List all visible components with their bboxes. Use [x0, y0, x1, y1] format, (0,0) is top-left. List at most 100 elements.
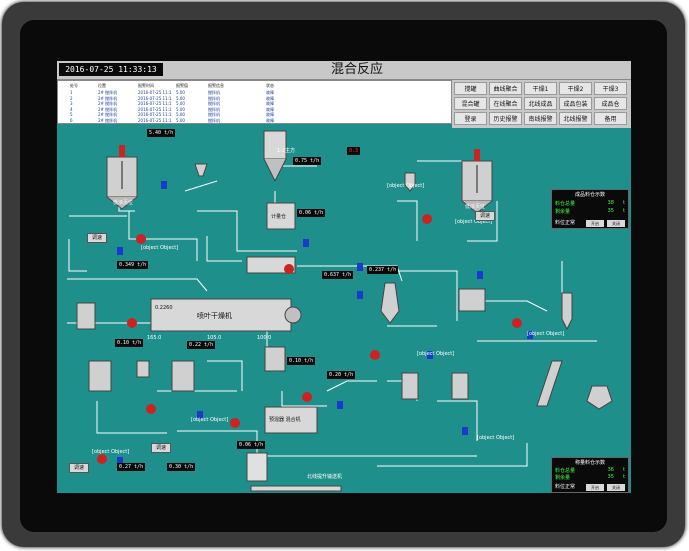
silo-cone — [263, 158, 287, 183]
small-tank-1 — [76, 302, 96, 330]
nav-button-14[interactable]: 备用 — [594, 112, 627, 125]
alarm-header: 处号 位置 报警时间 报警值 报警信息 状态 — [58, 82, 451, 89]
lower-reactor-2 — [171, 360, 195, 392]
top-bar: 2016-07-25 11:33:13 混合反应 — [57, 61, 631, 80]
product-bin-close-button[interactable]: 关闭 — [607, 220, 625, 227]
alarm-cell: 2016-07-25 11:1 — [138, 117, 172, 123]
nav-button-2[interactable]: 干燥1 — [524, 82, 557, 95]
dryer-end — [284, 306, 302, 324]
alarm-cell: 1 — [70, 90, 73, 95]
bottom-silo — [246, 452, 268, 482]
nav-button-11[interactable]: 历史报警 — [489, 112, 522, 125]
readout-12: 0.06 t/h — [237, 441, 266, 449]
weigh-bin-open-button[interactable]: 开启 — [586, 484, 604, 491]
valve-4 — [357, 291, 363, 299]
weigh-bin-line1: 料仓总量 — [555, 468, 576, 474]
tank-left-label: 低浓页位 — [113, 200, 134, 206]
pipe-23 — [326, 380, 377, 392]
speed-button-2[interactable]: 调速 — [475, 211, 495, 221]
weigh-bin-val2: 35 — [607, 474, 614, 480]
process-diagram — [67, 130, 613, 492]
nav-button-8[interactable]: 成品包装 — [559, 97, 592, 110]
valve-6 — [477, 271, 483, 279]
nav-button-3[interactable]: 干燥2 — [559, 82, 592, 95]
pipe-5 — [184, 180, 218, 192]
lower-silo-2 — [451, 372, 469, 400]
bottom-label: 北线提升输送机 — [307, 474, 343, 480]
alarm-cell: 2# 搅拌机 — [98, 106, 118, 112]
pump-5 — [146, 404, 156, 414]
readout-14: 0.27 t/h — [117, 463, 146, 471]
nav-button-6[interactable]: 在线聚合 — [489, 97, 522, 110]
alarm-list[interactable]: 处号 位置 报警时间 报警值 报警信息 状态 1 2# 搅拌机 2016-07-25… — [57, 80, 452, 124]
readout-13: 0.20 t/h — [327, 371, 356, 379]
nav-button-0[interactable]: 搅罐 — [454, 82, 487, 95]
product-bin-line2: 剩余量 — [555, 209, 571, 215]
nav-button-12[interactable]: 南线报警 — [524, 112, 557, 125]
pump-10 — [302, 392, 312, 402]
speed-button-1[interactable]: 调速 — [87, 233, 107, 243]
right-reactor-motor — [474, 149, 480, 161]
valve-2 — [303, 239, 309, 247]
weigh-bin-title: 称量料仓示数 — [574, 460, 605, 466]
speed-button-4[interactable]: 调速 — [69, 463, 89, 473]
pipes — [67, 157, 597, 467]
right-reactor — [461, 149, 493, 214]
lower-hopper — [136, 360, 150, 378]
readout-9: 0.22 t/h — [187, 341, 216, 349]
feeder-unit — [246, 256, 296, 274]
buffer-tank — [458, 288, 486, 312]
nav-button-4[interactable]: 干燥3 — [594, 82, 627, 95]
product-bin-line1: 料仓总量 — [555, 201, 576, 207]
product-bin-unit1: t — [623, 200, 625, 206]
nav-button-5[interactable]: 混合罐 — [454, 97, 487, 110]
nav-button-10[interactable]: 登录 — [454, 112, 487, 125]
alarm-cell: 搅拌机 — [208, 106, 220, 112]
nav-button-13[interactable]: 北线报警 — [559, 112, 592, 125]
weigh-bin-panel: 称量料仓示数 料仓总量 36 t 剩余量 35 t 料位正常 开启 关闭 — [551, 457, 629, 493]
temp-4: [object Object] — [92, 449, 130, 455]
bottom-conveyor — [250, 485, 342, 492]
pumps — [97, 214, 522, 464]
alarm-cell: 6 — [70, 117, 73, 123]
pipe-22 — [281, 391, 327, 407]
dryer-label: 喷叶干燥机 — [197, 312, 232, 320]
readout-1: 5.40 t/h — [147, 129, 176, 137]
alarm-cell: 故障 — [266, 101, 274, 106]
product-bin-open-button[interactable]: 开启 — [586, 220, 604, 227]
alarm-cell: 2# 搅拌机 — [98, 101, 118, 106]
valve-10 — [117, 457, 123, 465]
alarm-cell: 2 — [70, 95, 73, 101]
nav-button-7[interactable]: 北线成品 — [524, 97, 557, 110]
valve-8 — [427, 351, 433, 359]
dryer — [150, 298, 302, 332]
alarm-cell: 5.00 — [176, 90, 185, 95]
product-bin-unit2: t — [623, 208, 625, 214]
weigh-bin-status: 料位正常 — [555, 484, 576, 490]
nav-button-1[interactable]: 曲线聚合 — [489, 82, 522, 95]
alarm-cell: 故障 — [266, 112, 274, 117]
silo-label: 1-2主方 — [277, 148, 296, 154]
center-silo — [263, 130, 287, 183]
alarm-cell: 搅拌机 — [208, 117, 220, 123]
cyclone-1 — [380, 282, 400, 324]
pump-8 — [370, 350, 380, 360]
valve-9 — [197, 411, 203, 419]
weigh-bin-close-button[interactable]: 关闭 — [607, 484, 625, 491]
readout-7: 0.237 t/h — [367, 266, 399, 274]
nav-button-9[interactable]: 成品仓 — [594, 97, 627, 110]
valve-11 — [462, 427, 468, 435]
speed-button-3[interactable]: 调速 — [151, 443, 171, 453]
readout-5: 0.349 t/h — [117, 261, 149, 269]
hopper-label: 计量仓 — [271, 214, 287, 220]
alarm-col-loc: 位置 — [98, 83, 106, 88]
alarm-cell: 2# 搅拌机 — [98, 95, 118, 101]
dryer-val-4: 0.2260 — [155, 305, 173, 311]
pipe-18 — [207, 360, 243, 391]
